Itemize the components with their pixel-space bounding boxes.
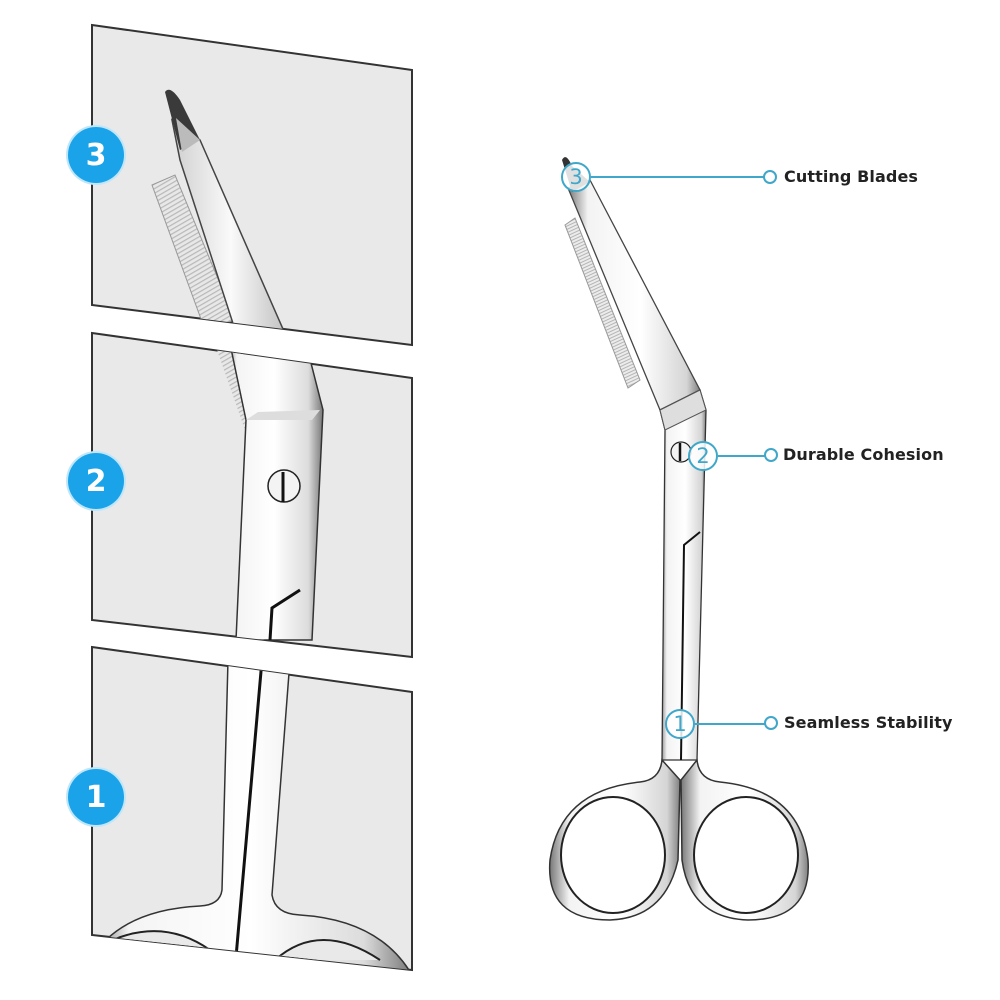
detail-panel-1: [91, 645, 413, 972]
detail-panel-2: [91, 331, 413, 659]
badge-number: 2: [85, 463, 107, 499]
detail-badge-3: 3: [68, 127, 124, 183]
detail-badge-2: 2: [68, 453, 124, 509]
callout-label: Cutting Blades: [784, 167, 919, 186]
callout-number-3: 3: [561, 162, 591, 192]
callout-number-1: 1: [665, 709, 695, 739]
callout-label: Seamless Stability: [784, 713, 953, 732]
callout-number-text: 1: [673, 711, 687, 736]
callout-endpoint-icon: [764, 448, 778, 462]
callout-label: Durable Cohesion: [783, 445, 944, 464]
badge-number: 3: [85, 137, 107, 173]
callout-number-text: 3: [569, 164, 583, 189]
callout-number-text: 2: [696, 443, 710, 468]
detail-badge-1: 1: [68, 769, 124, 825]
callout-endpoint-icon: [764, 716, 778, 730]
callout-connector: [695, 723, 765, 725]
detail-panel-3: [91, 23, 413, 347]
badge-number: 1: [85, 779, 107, 815]
callout-connector: [591, 176, 764, 178]
callout-number-2: 2: [688, 441, 718, 471]
callout-connector: [718, 455, 765, 457]
callout-endpoint-icon: [763, 170, 777, 184]
